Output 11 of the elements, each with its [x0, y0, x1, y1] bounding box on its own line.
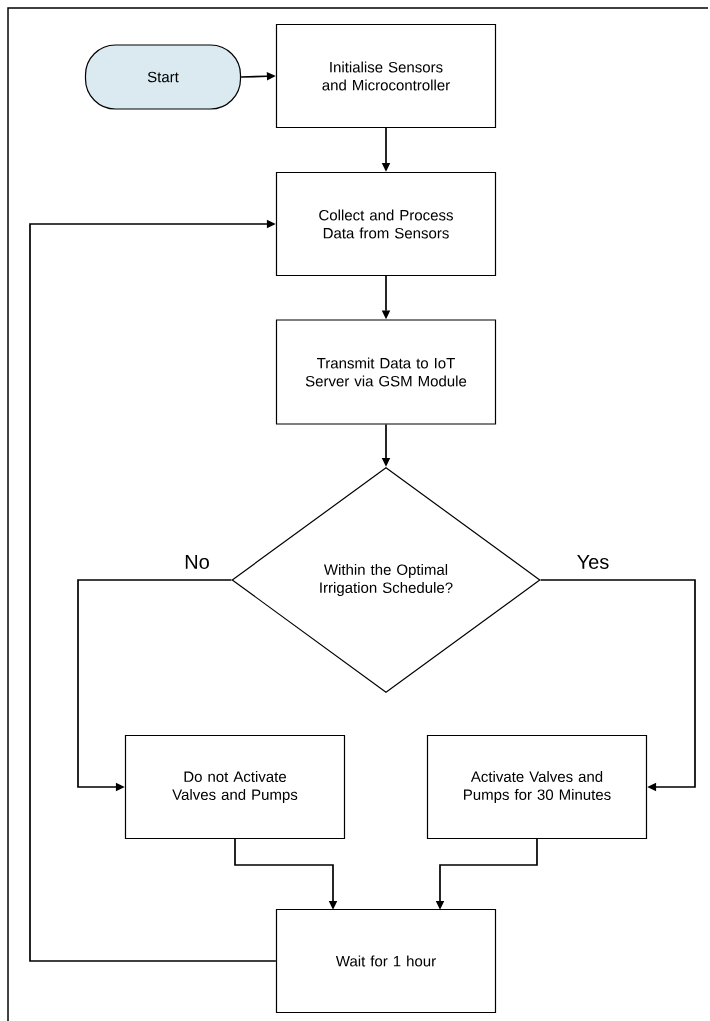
process-box: Transmit Data to IoT Server via GSM Module	[275, 319, 497, 425]
arrow	[539, 579, 696, 792]
start-terminal: Start	[84, 44, 242, 110]
process-box: Do not Activate Valves and Pumps	[124, 734, 346, 840]
arrow	[29, 219, 277, 962]
process-box: Activate Valves and Pumps for 30 Minutes	[426, 734, 648, 840]
edge-label: No	[183, 554, 211, 570]
edge-label: Yes	[575, 554, 611, 570]
process-box: Initialise Sensors and Microcontroller	[275, 23, 497, 129]
process-box: Collect and Process Data from Sensors	[275, 171, 497, 277]
process-box: Wait for 1 hour	[275, 908, 497, 1014]
